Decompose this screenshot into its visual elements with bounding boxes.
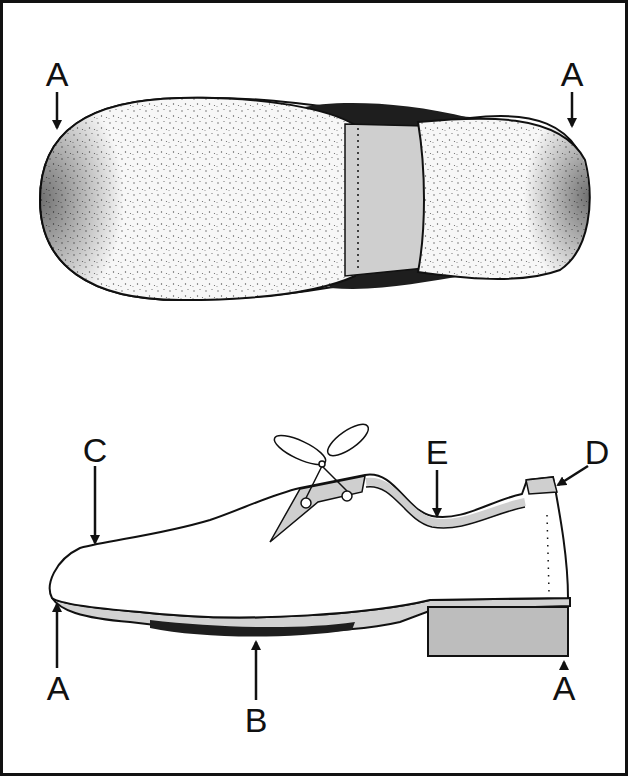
part-letter: D: [585, 435, 610, 469]
part-letter: A: [46, 57, 69, 91]
part-letter: A: [561, 57, 584, 91]
part-letter: B: [245, 703, 268, 737]
part-letter: C: [83, 433, 108, 467]
part-letter: E: [426, 435, 449, 469]
part-letter: A: [47, 671, 70, 705]
part-letter: A: [553, 671, 576, 705]
